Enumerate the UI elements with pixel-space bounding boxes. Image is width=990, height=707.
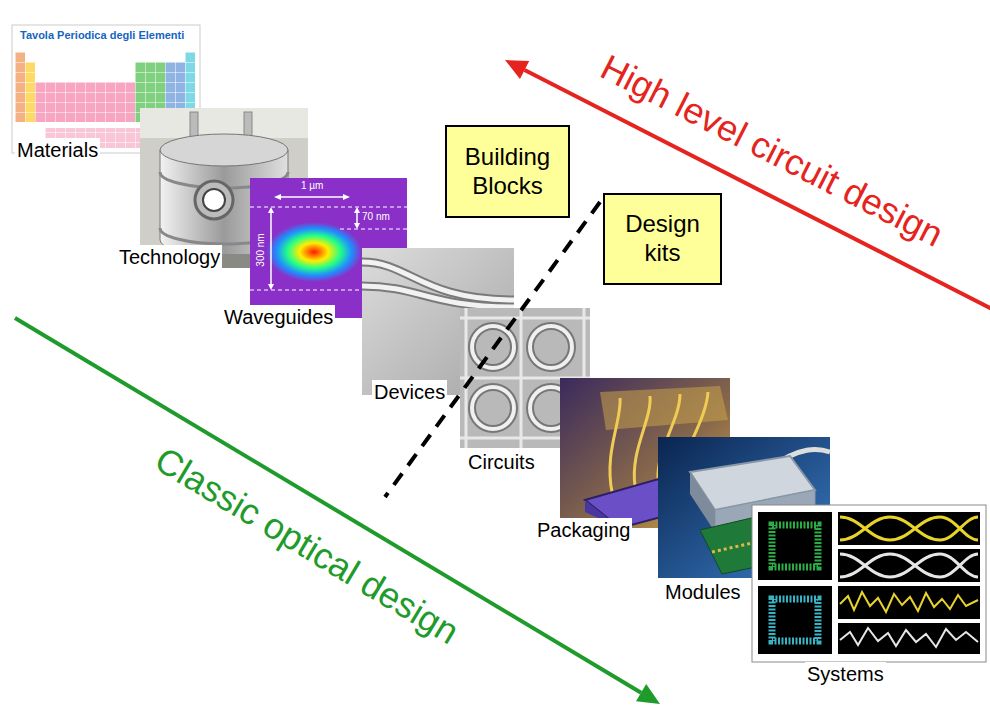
vacuum-chamber-picture-part [203,189,225,211]
system-measurement-picture-part [752,505,986,662]
ring-circuit-picture-part [520,308,523,448]
system-measurement-picture-part [838,549,980,582]
system-measurement-picture-part [838,586,980,619]
packaging-picture-part [610,398,620,492]
step-label: Technology [117,245,222,269]
ring-circuit-picture-part [460,317,590,320]
vacuum-chamber-picture-part [195,181,233,219]
divider-dashed-line-part [385,202,600,497]
step-label: Waveguides [222,305,335,329]
waveguide-mode-picture-part [354,223,360,229]
yellow-box: Building Blocks [445,125,570,218]
high-level-arrow-part [525,70,990,309]
module-picture-part [690,472,715,532]
yellow-box: Design kits [603,193,722,285]
step-label: Packaging [535,518,632,542]
waveguide-mode-picture-part [278,196,346,198]
waveguide-mode-picture-part [268,284,274,290]
ring-circuit-picture-part [472,387,514,429]
classic-design-arrow-part [15,318,641,693]
waveguide-mode-picture-part [343,194,350,200]
system-measurement-picture-part [758,586,832,654]
ring-circuit-picture-part [465,308,468,448]
vacuum-chamber-picture-part [160,134,288,166]
system-measurement-picture-part [758,512,832,580]
device-sem-picture-part [362,262,514,300]
system-measurement-picture-part [772,599,818,641]
ring-circuit-picture-part [530,326,572,368]
divider-dashed-line [385,202,600,497]
waveguide-mode-picture-part [340,229,407,230]
system-measurement-picture-part [840,517,978,540]
arrow-label: Classic optical design [148,437,467,652]
classic-design-arrow-part [636,684,660,704]
waveguide-mode-picture-part [354,207,360,213]
classic-design-arrow [15,318,660,704]
high-level-arrow [505,60,990,309]
system-measurement-picture-part [838,623,980,654]
system-measurement-picture-part [840,554,978,577]
step-label: Circuits [466,450,537,474]
waveguide-mode-picture-part [270,211,272,286]
ring-circuit-picture-part [472,387,514,429]
system-measurement-picture-part [840,554,978,577]
step-label: Devices [372,380,447,404]
box-text: Design kits [615,210,710,268]
waveguide-mode-picture-part [356,211,358,225]
step-label: Systems [805,662,886,686]
dimension-label: 1 µm [301,180,323,192]
image-title: Tavola Periodica degli Elementi [20,29,184,42]
system-measurement-picture-part [840,517,978,540]
high-level-arrow-part [505,60,529,79]
packaging-picture-part [634,396,650,486]
system-measurement-picture-part [838,512,980,545]
step-label: Modules [663,580,743,604]
ring-circuit-picture-part [530,326,572,368]
waveguide-mode-picture-part [266,222,362,282]
box-text: Building Blocks [457,143,558,201]
waveguide-mode-picture-part [268,207,274,213]
system-measurement-picture [752,505,986,662]
dimension-label: 70 nm [362,211,390,223]
waveguide-mode-picture-part [274,194,281,200]
step-label: Materials [15,138,100,162]
device-sem-picture-part [362,286,514,307]
waveguide-mode-picture-part [250,207,407,208]
dimension-label: 300 nm [254,233,266,266]
system-measurement-picture-part [772,525,818,567]
system-measurement-picture-part [840,628,978,647]
system-measurement-picture-part [840,592,978,612]
